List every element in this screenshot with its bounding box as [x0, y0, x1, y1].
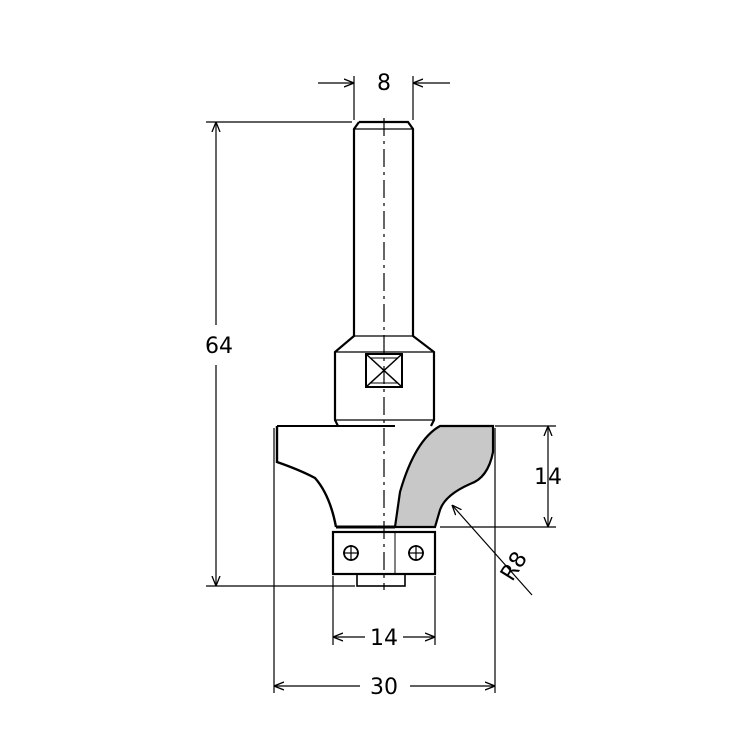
dim-total-length: 64	[205, 334, 233, 359]
dimension-lines	[206, 76, 556, 693]
dim-radius: R8	[496, 548, 533, 586]
wrench-flat	[365, 353, 403, 388]
dim-bearing-diameter: 14	[370, 626, 398, 651]
bearing	[331, 530, 437, 587]
shank-outline	[359, 120, 436, 427]
dim-shank-diameter: 8	[377, 71, 391, 96]
cutter-blade	[393, 424, 495, 529]
tool-body	[275, 120, 436, 529]
dim-cutting-height: 14	[534, 465, 562, 490]
dim-cutting-diameter: 30	[370, 675, 398, 700]
cutter-left-profile	[275, 426, 338, 528]
